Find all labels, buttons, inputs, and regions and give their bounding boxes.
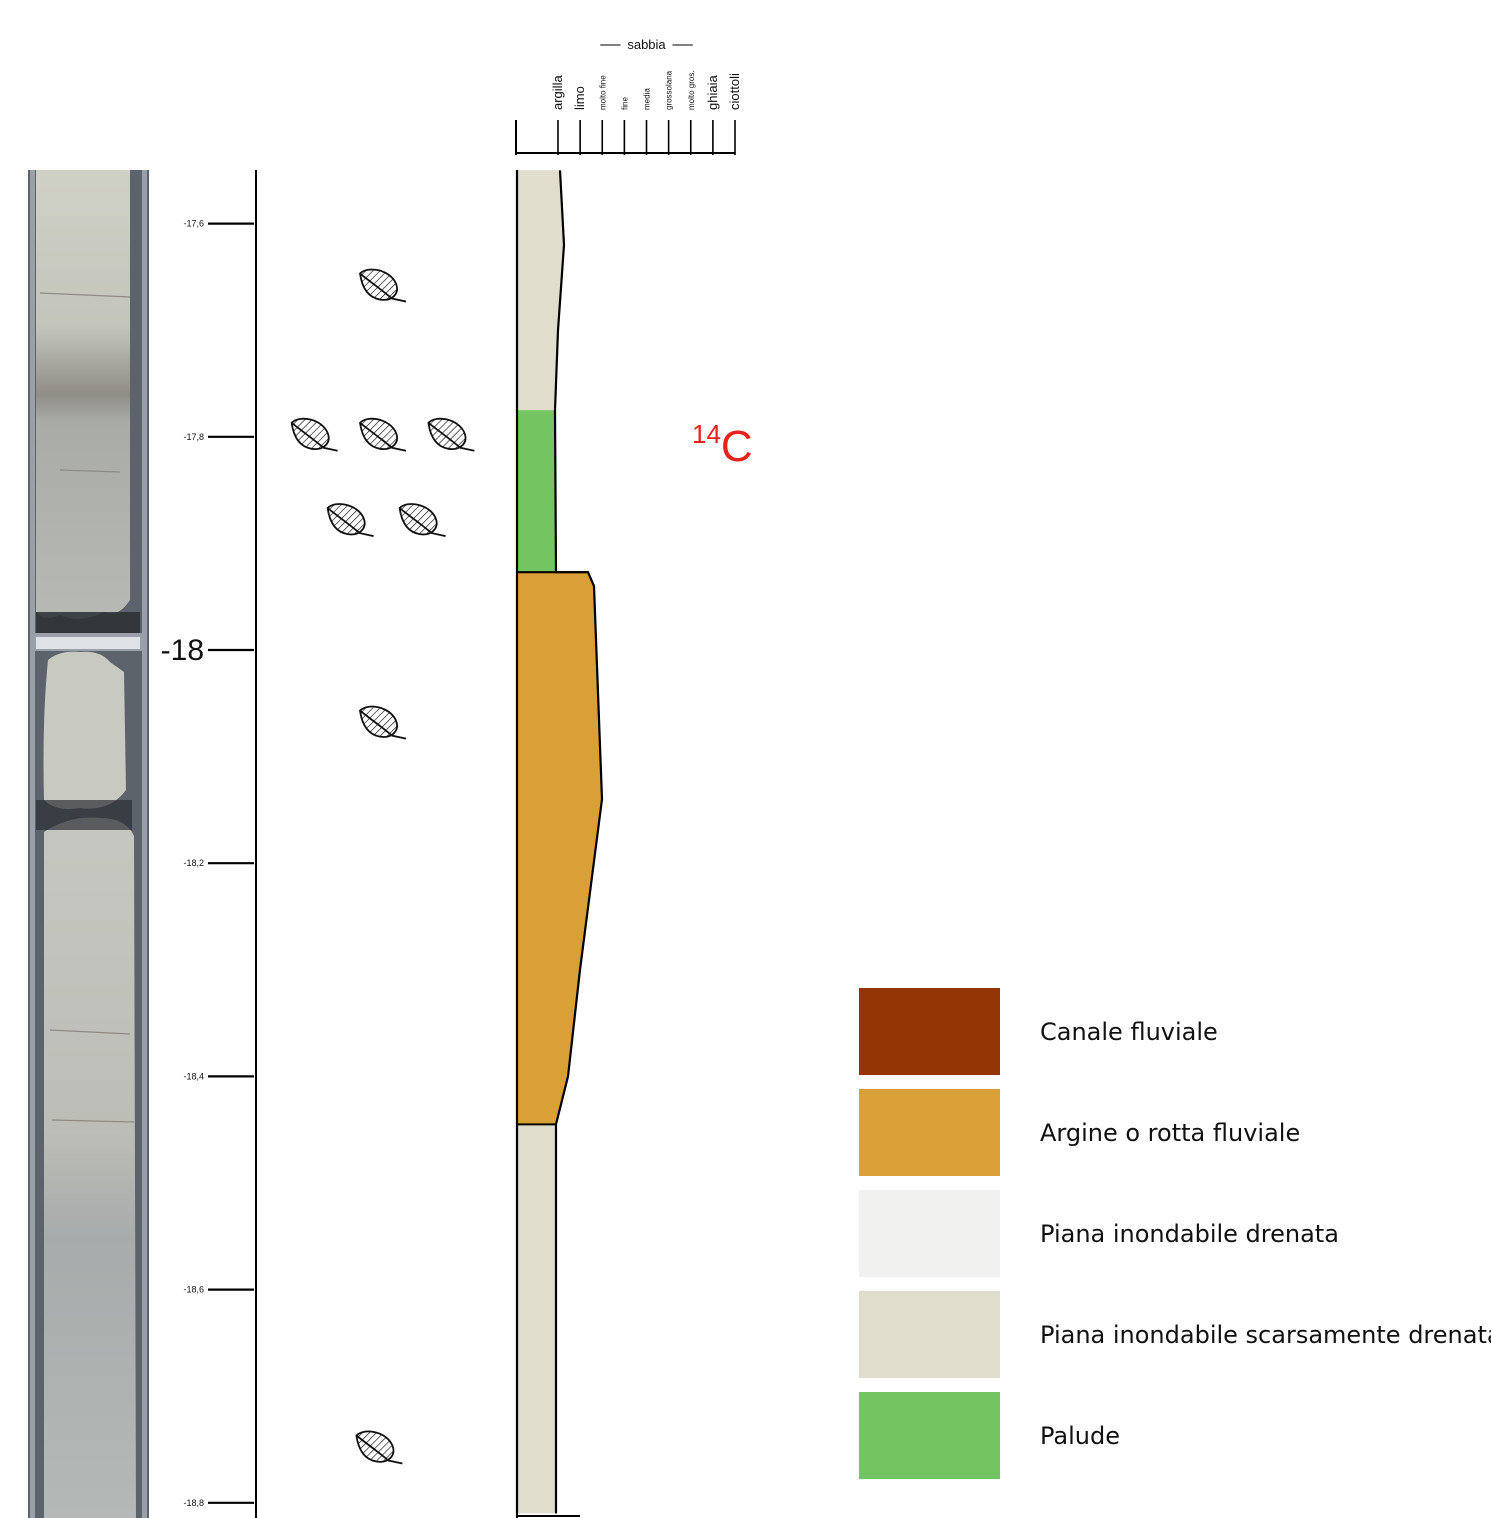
depth-tick-label: -17,6 bbox=[183, 219, 204, 229]
grain-size-label: molto gros. bbox=[687, 70, 696, 110]
plant-remains-column bbox=[290, 268, 476, 1465]
legend-swatch bbox=[859, 1190, 1000, 1277]
radiocarbon-mass-number: 14 bbox=[692, 419, 721, 449]
facies-unit bbox=[517, 410, 556, 573]
depth-tick-label: -18,8 bbox=[183, 1498, 204, 1508]
core-segment-middle bbox=[43, 651, 126, 809]
legend-label: Argine o rotta fluviale bbox=[1040, 1119, 1300, 1147]
leaf-icon bbox=[359, 417, 407, 452]
grain-size-label: media bbox=[643, 88, 652, 110]
core-tray-rim-right bbox=[142, 170, 147, 1518]
core-tray-rim-left bbox=[30, 170, 35, 1518]
depth-tick-label: -18,4 bbox=[183, 1071, 204, 1081]
leaf-icon bbox=[290, 417, 339, 452]
grain-size-label: grossolana bbox=[665, 70, 674, 110]
grain-size-label: ciottoli bbox=[727, 73, 742, 110]
depth-tick-label: -18,6 bbox=[183, 1285, 204, 1295]
facies-unit bbox=[517, 1124, 556, 1514]
depth-tick-label: -18 bbox=[161, 634, 204, 667]
core-gap bbox=[36, 800, 132, 830]
leaf-icon bbox=[359, 705, 407, 740]
legend-label: Palude bbox=[1040, 1422, 1120, 1450]
radiocarbon-sample-marker: 14C bbox=[692, 419, 753, 471]
core-crack bbox=[39, 292, 131, 298]
core-crack bbox=[59, 469, 121, 473]
leaf-icon bbox=[427, 417, 476, 452]
leaf-icon bbox=[398, 503, 447, 537]
core-crack bbox=[51, 1119, 135, 1123]
leaf-icon bbox=[326, 503, 375, 537]
facies-unit bbox=[517, 572, 602, 1125]
radiocarbon-element: C bbox=[721, 422, 753, 471]
legend-label: Piana inondabile scarsamente drenata bbox=[1040, 1321, 1491, 1349]
core-gap bbox=[36, 612, 140, 633]
depth-axis: -17,6 -17,8 -18 -18,2 -18,4 -18,6 -18,8 bbox=[161, 170, 257, 1518]
core-photo bbox=[28, 170, 149, 1518]
core-segment-upper bbox=[36, 170, 130, 619]
legend-label: Canale fluviale bbox=[1040, 1018, 1218, 1046]
grain-size-scale: argilla limo molto fine fine media grossolana… bbox=[515, 37, 742, 155]
sand-group-label: sabbia bbox=[627, 37, 666, 52]
legend-swatch bbox=[859, 988, 1000, 1075]
facies-column bbox=[515, 170, 604, 1518]
core-segment-lower bbox=[44, 817, 136, 1518]
grain-size-label: ghiaia bbox=[705, 75, 720, 110]
facies-column-grain-profile bbox=[553, 170, 604, 1514]
depth-tick-label: -18,2 bbox=[183, 858, 204, 868]
legend-swatch bbox=[859, 1291, 1000, 1378]
legend-label: Piana inondabile drenata bbox=[1040, 1220, 1339, 1248]
leaf-icon bbox=[355, 1430, 404, 1465]
grain-size-label: molto fine bbox=[598, 75, 607, 110]
grain-size-label: fine bbox=[620, 97, 629, 110]
grain-size-label: argilla bbox=[550, 75, 565, 110]
depth-tick-label: -17,8 bbox=[183, 432, 204, 442]
facies-unit bbox=[517, 170, 564, 411]
core-divider-inner bbox=[36, 637, 140, 649]
leaf-icon bbox=[359, 268, 407, 303]
legend-swatch bbox=[859, 1089, 1000, 1176]
core-crack bbox=[49, 1029, 131, 1035]
legend-swatch bbox=[859, 1392, 1000, 1479]
grain-size-label: limo bbox=[572, 86, 587, 110]
